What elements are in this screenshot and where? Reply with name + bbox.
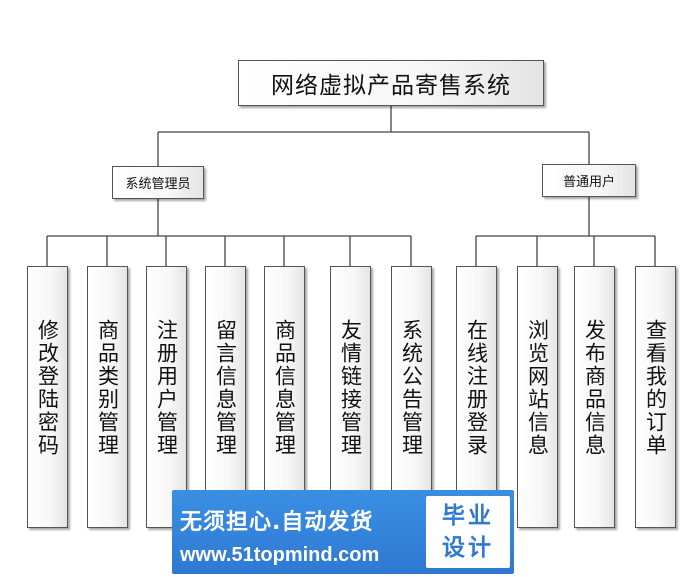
branch-label-admin: 系统管理员 (125, 177, 191, 192)
branch-node-admin: 系统管理员 (112, 166, 204, 199)
leaf-node: 商品信息管理 (264, 266, 305, 528)
leaf-node: 留言信息管理 (205, 266, 246, 528)
leaf-node: 在线注册登录 (456, 266, 497, 528)
leaf-label: 查看我的订单 (643, 319, 668, 457)
leaf-label: 留言信息管理 (213, 319, 238, 457)
branch-label-user: 普通用户 (562, 175, 615, 190)
leaf-node: 修改登陆密码 (27, 266, 68, 528)
leaf-node: 查看我的订单 (635, 266, 676, 528)
leaf-node: 商品类别管理 (87, 266, 128, 528)
leaf-label: 修改登陆密码 (35, 319, 60, 457)
watermark-banner: 无须担心.自动发货 www.51topmind.com 毕业 设计 (172, 490, 514, 574)
watermark-badge: 毕业 设计 (426, 496, 510, 568)
watermark-slogan: 无须担心.自动发货 (180, 510, 374, 535)
leaf-node: 浏览网站信息 (517, 266, 558, 528)
leaf-label: 商品信息管理 (272, 319, 297, 457)
root-label: 网络虚拟产品寄售系统 (271, 73, 511, 99)
watermark-text-area: 无须担心.自动发货 www.51topmind.com (172, 490, 424, 574)
leaf-label: 浏览网站信息 (525, 319, 550, 457)
watermark-badge-line1: 毕业 (442, 503, 494, 529)
leaf-label: 注册用户管理 (154, 319, 179, 457)
branch-node-user: 普通用户 (542, 164, 636, 197)
leaf-label: 友情链接管理 (338, 319, 363, 457)
leaf-label: 发布商品信息 (582, 319, 607, 457)
leaf-label: 系统公告管理 (399, 319, 424, 457)
leaf-node: 注册用户管理 (146, 266, 187, 528)
leaf-node: 系统公告管理 (391, 266, 432, 528)
leaf-node: 友情链接管理 (330, 266, 371, 528)
watermark-url: www.51topmind.com (180, 544, 380, 566)
leaf-label: 商品类别管理 (95, 319, 120, 457)
leaf-label: 在线注册登录 (464, 319, 489, 457)
leaf-node: 发布商品信息 (574, 266, 615, 528)
watermark-badge-line2: 设计 (442, 535, 494, 561)
root-node: 网络虚拟产品寄售系统 (238, 60, 544, 106)
